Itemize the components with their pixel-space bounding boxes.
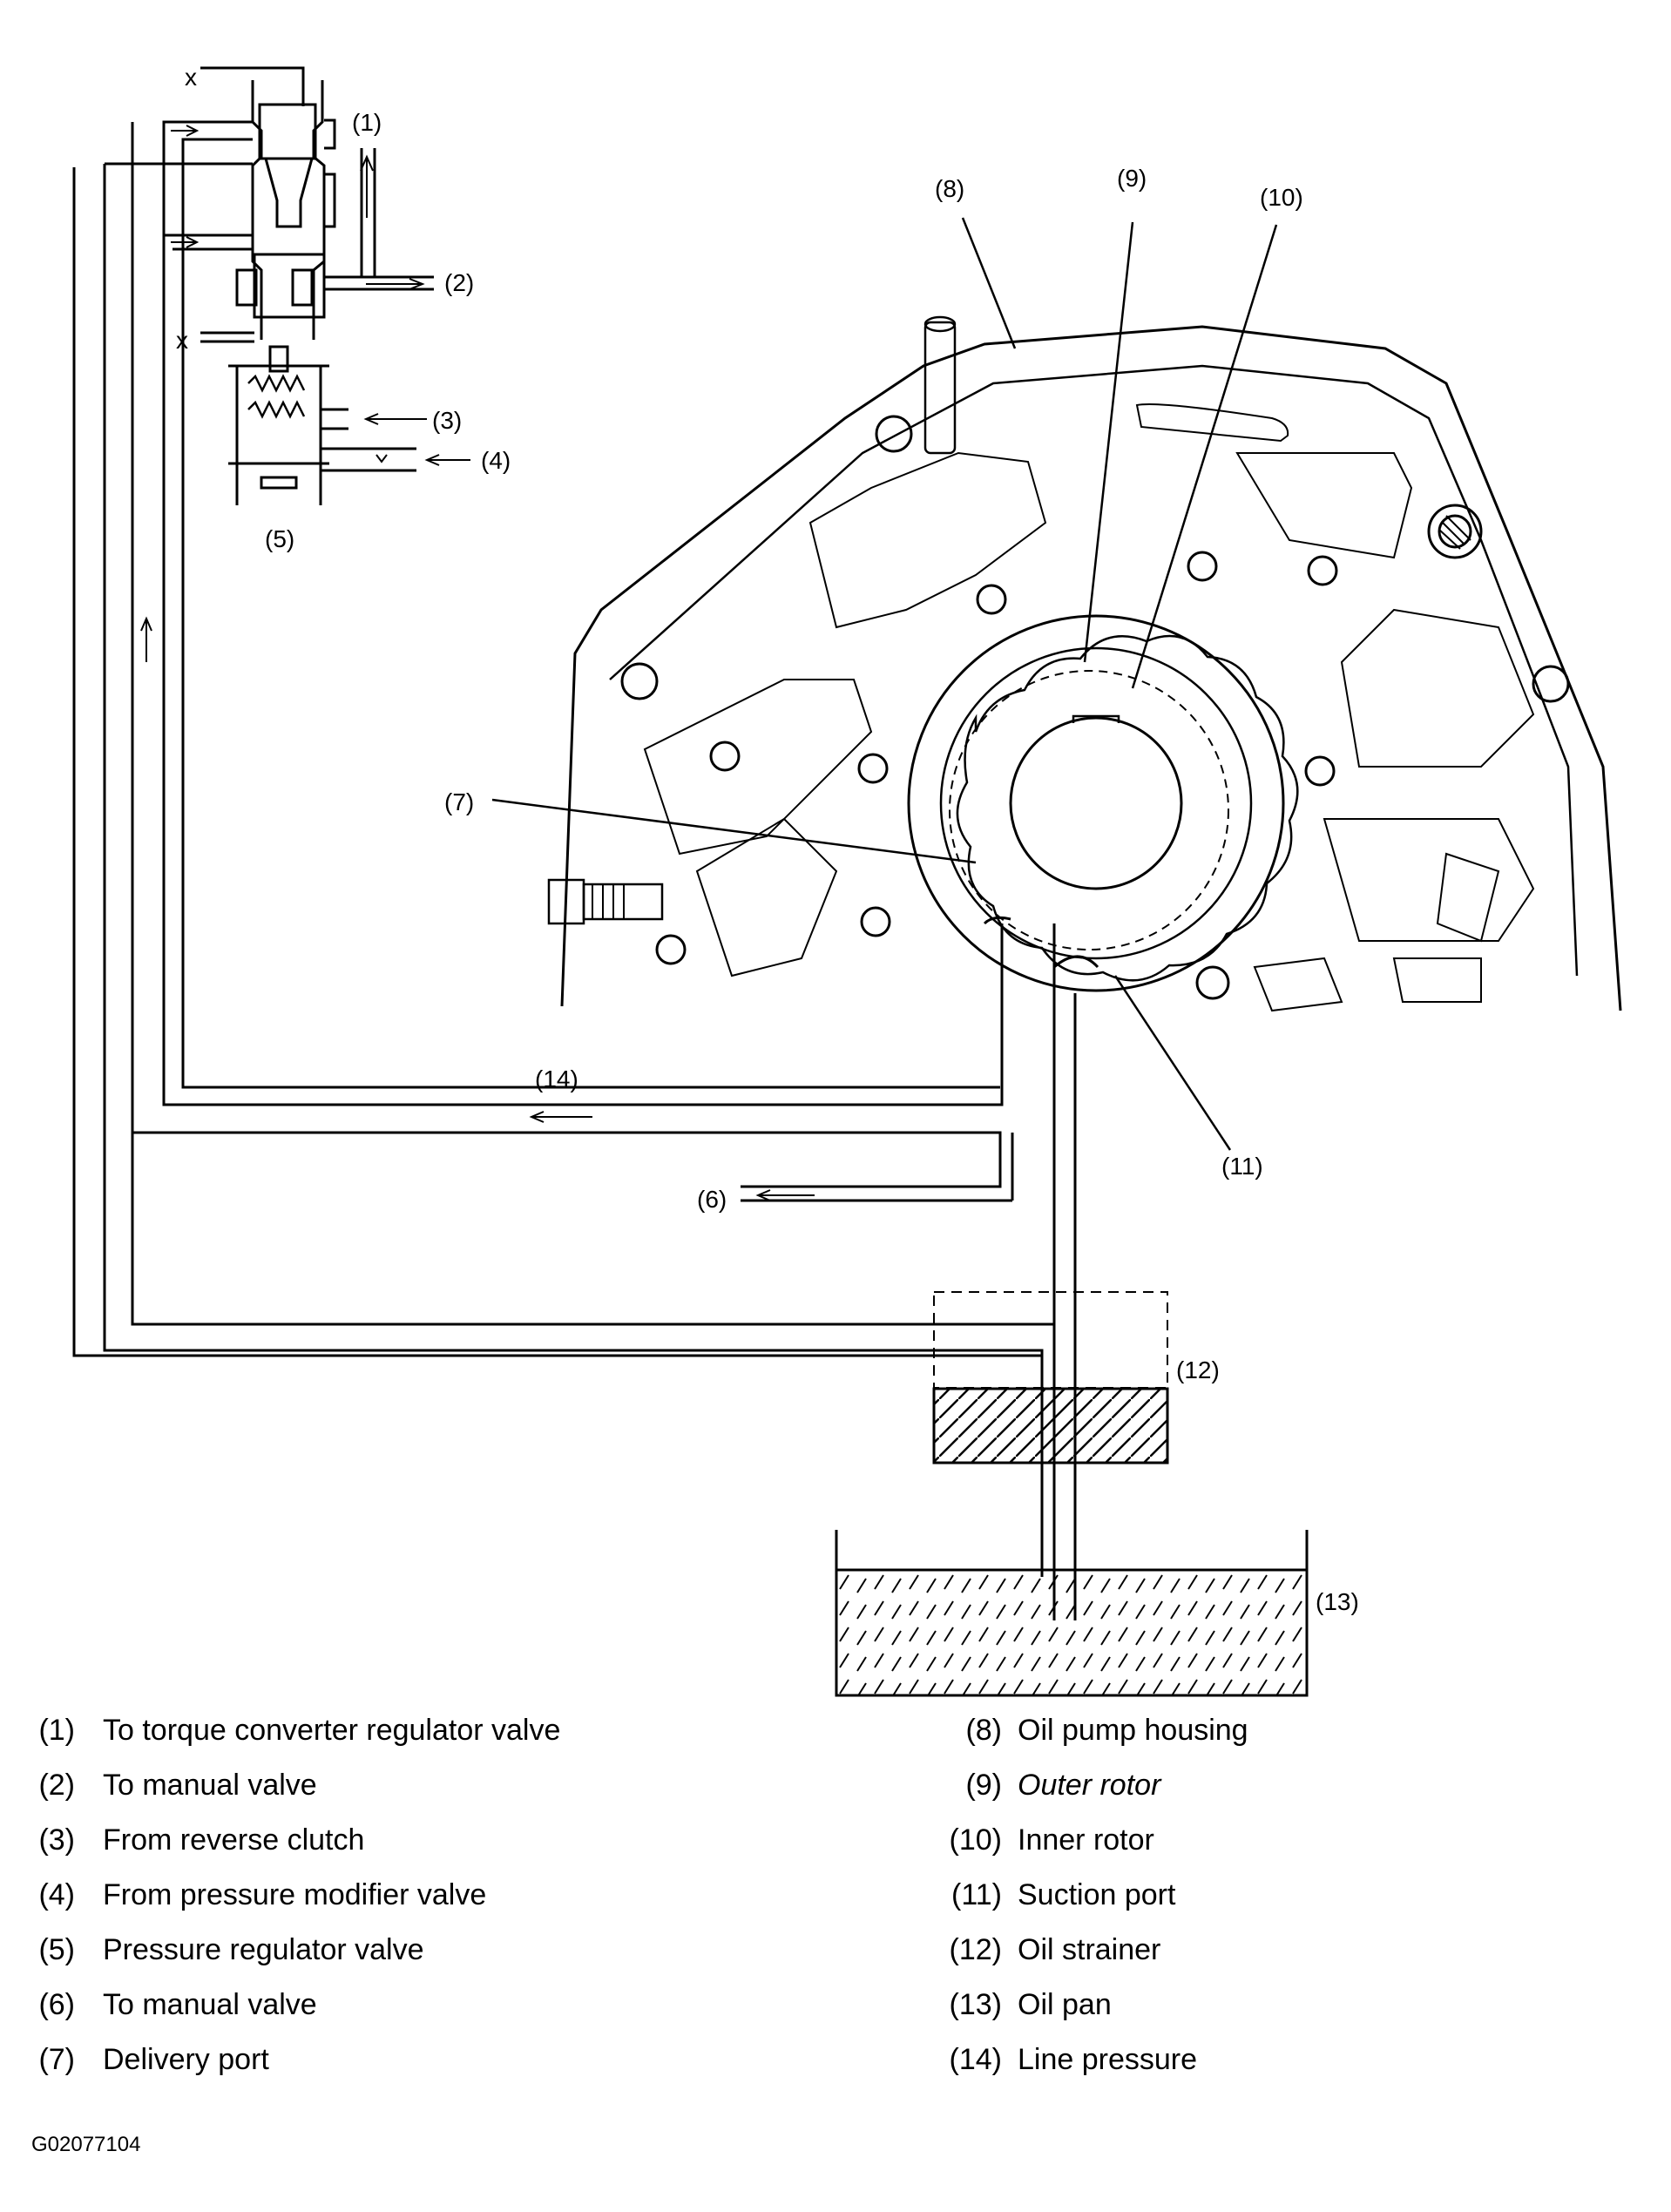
callout-9: (9): [1117, 165, 1147, 192]
callout-8: (8): [935, 175, 964, 202]
legend-number: (13): [949, 1988, 1002, 2021]
legend-item: (6) To manual valve: [0, 1987, 784, 2022]
oil-pan: [835, 1530, 1309, 1697]
legend-number: (8): [965, 1714, 1002, 1747]
callout-5: (5): [265, 525, 294, 552]
legend-number: (10): [949, 1823, 1002, 1857]
legend-item: (5) Pressure regulator valve: [0, 1932, 784, 1967]
legend-right: (8) Oil pump housing (9) Outer rotor (10…: [915, 1713, 1612, 2096]
callout-13: (13): [1316, 1588, 1359, 1615]
legend-left: (1) To torque converter regulator valve …: [0, 1713, 784, 2096]
callout-12: (12): [1176, 1356, 1220, 1383]
legend-number: (9): [965, 1769, 1002, 1802]
legend-item: (2) To manual valve: [0, 1768, 784, 1803]
legend-item: (7) Delivery port: [0, 2042, 784, 2077]
callout-6: (6): [697, 1186, 727, 1213]
legend-number: (7): [38, 2043, 75, 2076]
legend-text: Delivery port: [103, 2043, 269, 2076]
legend-text: Pressure regulator valve: [103, 1933, 424, 1966]
rotor-assembly: [907, 614, 1299, 992]
legend-item: (8) Oil pump housing: [915, 1713, 1671, 1748]
callout-x-mid: x: [176, 327, 188, 354]
legend-number: (11): [951, 1878, 1002, 1911]
legend-number: (12): [949, 1933, 1002, 1966]
legend-item: (11) Suction port: [915, 1877, 1671, 1912]
leader-lines: [491, 217, 1278, 1151]
legend-number: (4): [38, 1878, 75, 1911]
hydraulic-lines: [72, 120, 1077, 1620]
legend-text: Suction port: [1018, 1878, 1176, 1911]
legend-text: To manual valve: [103, 1769, 317, 1802]
legend-item: (4) From pressure modifier valve: [0, 1877, 784, 1912]
callout-4: (4): [481, 447, 511, 474]
legend-number: (2): [38, 1769, 75, 1802]
legend-number: (6): [38, 1988, 75, 2021]
pressure-regulator-valve: [200, 66, 470, 505]
legend-text: From reverse clutch: [103, 1823, 365, 1857]
callout-7: (7): [444, 788, 474, 815]
callout-x-top: x: [185, 64, 197, 91]
legend-number: (14): [949, 2043, 1002, 2076]
legend-text: Oil pan: [1018, 1988, 1112, 2021]
legend-item: (13) Oil pan: [915, 1987, 1671, 2022]
callout-14: (14): [535, 1065, 578, 1092]
legend-item: (12) Oil strainer: [915, 1932, 1671, 1967]
callout-1: (1): [352, 109, 382, 136]
legend-text: Outer rotor: [1018, 1769, 1161, 1802]
legend-item: (9) Outer rotor: [915, 1768, 1671, 1803]
legend-number: (5): [38, 1933, 75, 1966]
callout-11: (11): [1221, 1153, 1263, 1180]
legend-item: (1) To torque converter regulator valve: [0, 1713, 784, 1748]
legend-number: (1): [38, 1714, 75, 1747]
legend-text: Oil pump housing: [1018, 1714, 1248, 1747]
legend-text: To manual valve: [103, 1988, 317, 2021]
callout-10: (10): [1260, 184, 1303, 211]
figure-code: G02077104: [31, 2133, 141, 2156]
legend-text: To torque converter regulator valve: [103, 1714, 561, 1747]
oil-pump-housing: [547, 315, 1622, 1012]
callout-3: (3): [432, 407, 462, 434]
legend-text: Oil strainer: [1018, 1933, 1161, 1966]
legend-text: From pressure modifier valve: [103, 1878, 487, 1911]
callout-2: (2): [444, 269, 474, 296]
legend-text: Inner rotor: [1018, 1823, 1154, 1857]
callout-labels: x x (1) (2) (3) (4) (5) (6) (7) (8) (9) …: [176, 64, 1359, 1615]
legend-item: (3) From reverse clutch: [0, 1823, 784, 1857]
legend-item: (10) Inner rotor: [915, 1823, 1671, 1857]
legend-text: Line pressure: [1018, 2043, 1198, 2076]
legend-item: (14) Line pressure: [915, 2042, 1671, 2077]
inner-rotor: [956, 634, 1299, 982]
legend-number: (3): [38, 1823, 75, 1857]
oil-strainer: [932, 1291, 1169, 1465]
